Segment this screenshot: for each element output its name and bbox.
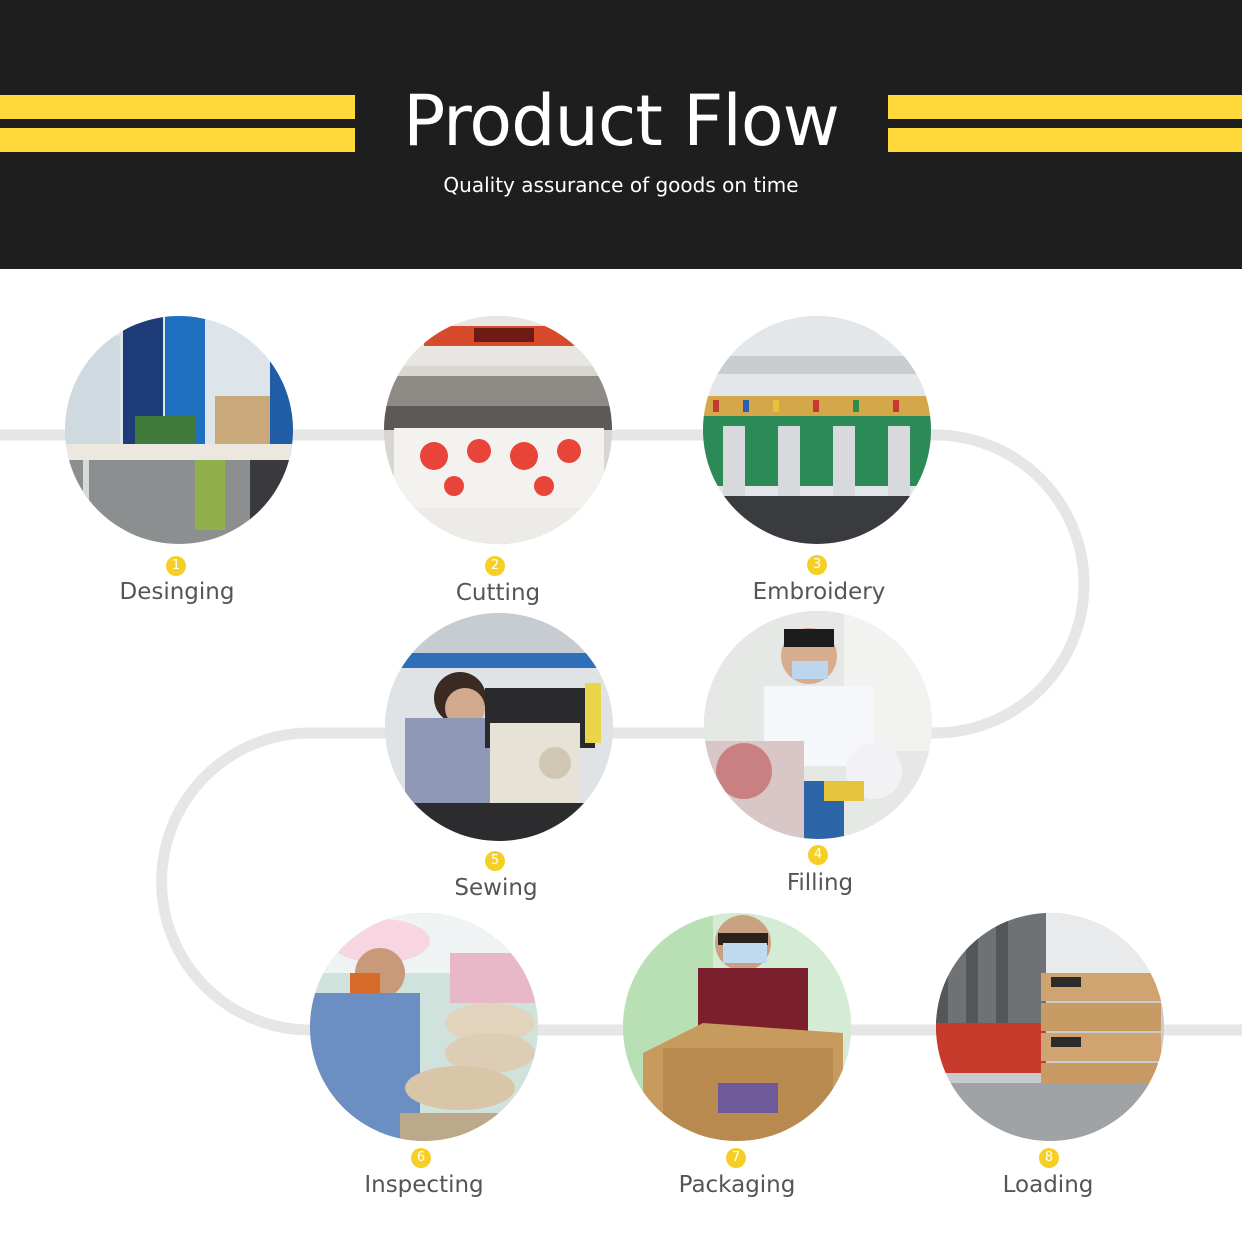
step-number-badge: 3 <box>807 555 827 575</box>
packaging-box-photo <box>623 913 851 1141</box>
step-number-badge: 1 <box>166 556 186 576</box>
step-number-badge: 5 <box>485 851 505 871</box>
step-label: Inspecting <box>364 1172 484 1198</box>
embroidery-machines-photo <box>703 316 931 544</box>
step-label: Desinging <box>119 579 235 605</box>
page-subtitle: Quality assurance of goods on time <box>443 173 799 197</box>
step-number-badge: 6 <box>411 1148 431 1168</box>
page-title: Product Flow <box>403 80 840 162</box>
right-accent-stripe-bottom <box>888 128 1242 152</box>
design-office-photo <box>65 316 293 544</box>
step-label: Packaging <box>678 1172 796 1198</box>
filling-worker-photo <box>704 611 932 839</box>
inspection-worker-photo <box>310 913 538 1141</box>
header-banner: Product Flow Quality assurance of goods … <box>0 0 1242 269</box>
step-label: Sewing <box>454 875 538 901</box>
sewing-machine-photo <box>385 613 613 841</box>
left-accent-stripe-bottom <box>0 128 355 152</box>
step-label: Loading <box>1002 1172 1094 1198</box>
step-label: Embroidery <box>752 579 886 605</box>
step-number-badge: 2 <box>485 556 505 576</box>
right-accent-stripe-top <box>888 95 1242 119</box>
step-number-badge: 7 <box>726 1148 746 1168</box>
step-number-badge: 8 <box>1039 1148 1059 1168</box>
container-loading-photo <box>936 913 1164 1141</box>
step-label: Filling <box>786 870 854 896</box>
left-accent-stripe-top <box>0 95 355 119</box>
step-label: Cutting <box>455 580 541 606</box>
step-number-badge: 4 <box>808 845 828 865</box>
laser-cutting-photo <box>384 316 612 544</box>
